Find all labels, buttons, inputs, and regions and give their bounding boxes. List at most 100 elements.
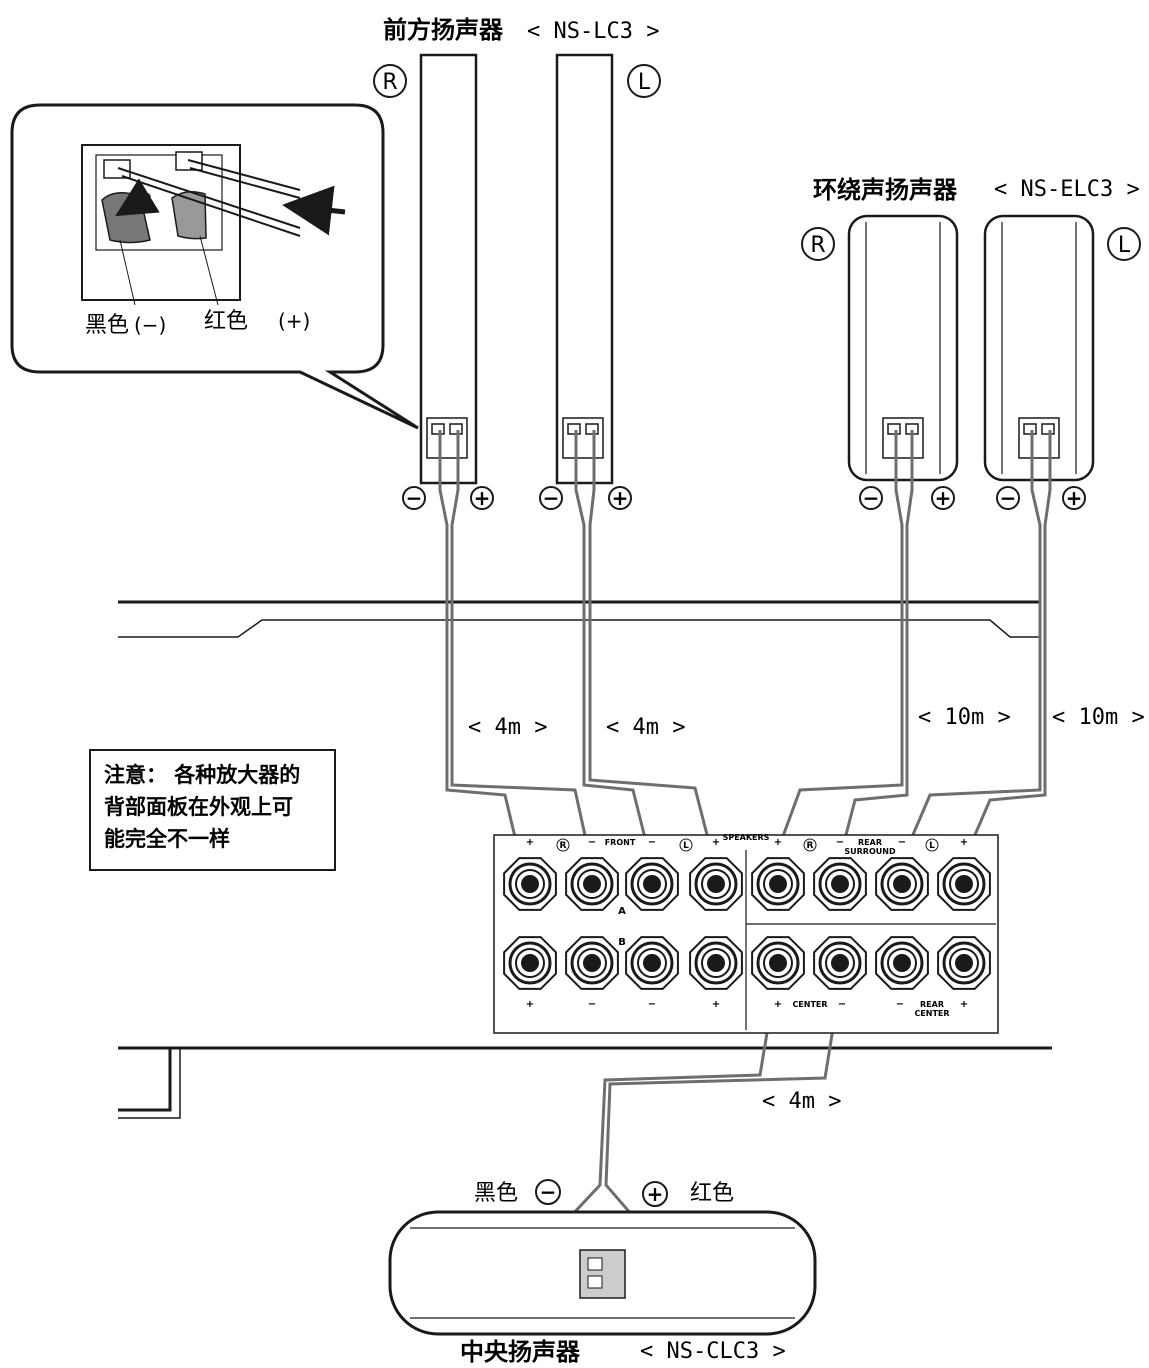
binding-post xyxy=(813,857,867,911)
panel-surround-l: L xyxy=(929,841,935,851)
inset-black-label: 黑色 xyxy=(85,313,129,338)
cable-length-front-right: < 4m > xyxy=(468,715,547,740)
panel-plus-4: + xyxy=(960,837,968,848)
svg-text:−: − xyxy=(540,1180,557,1204)
binding-post xyxy=(503,936,557,990)
surround-left-plus-icon: + xyxy=(1062,486,1086,510)
surround-right-plus-icon: + xyxy=(931,486,955,510)
surround-right-minus-icon: − xyxy=(859,486,883,510)
panel-minus-1: − xyxy=(588,837,596,848)
svg-text:+: + xyxy=(474,486,491,510)
binding-post xyxy=(565,857,619,911)
panel-plus-2: + xyxy=(712,837,720,848)
speaker-cables xyxy=(438,430,1052,1280)
terminal-closeup-callout: 黑色 (−) 红色 (+) xyxy=(10,103,419,430)
center-red-label: 红色 xyxy=(690,1181,734,1206)
svg-text:L: L xyxy=(638,70,651,95)
surround-left-minus-icon: − xyxy=(996,486,1020,510)
svg-text:+: + xyxy=(935,486,952,510)
surround-speaker-title: 环绕声扬声器 xyxy=(813,176,958,204)
center-terminal xyxy=(579,1249,626,1299)
panel-plus-3: + xyxy=(774,837,782,848)
panel-minus-7: − xyxy=(838,999,846,1010)
center-plus-icon: + xyxy=(642,1181,668,1207)
front-right-mark: R xyxy=(373,64,407,98)
binding-post xyxy=(689,936,743,990)
svg-text:R: R xyxy=(382,70,397,95)
surround-right-mark: R xyxy=(801,227,835,261)
front-right-speaker xyxy=(419,53,478,485)
panel-minus-8: − xyxy=(896,999,904,1010)
binding-posts xyxy=(503,857,991,990)
panel-plus-1: + xyxy=(526,837,534,848)
panel-label-rear-surround-1: REAR xyxy=(858,838,882,847)
binding-post xyxy=(937,857,991,911)
inset-red-label: 红色 xyxy=(204,309,248,334)
surround-left-terminal xyxy=(1018,417,1060,459)
surround-left-speaker xyxy=(983,214,1095,482)
front-right-plus-icon: + xyxy=(470,486,494,510)
binding-post xyxy=(565,936,619,990)
note-line-2: 背部面板在外观上可 xyxy=(104,795,293,819)
cable-front-right xyxy=(438,430,522,859)
panel-label-row-b: B xyxy=(618,937,626,948)
binding-post xyxy=(813,936,867,990)
binding-post xyxy=(875,857,929,911)
binding-post xyxy=(625,857,679,911)
panel-label-rear-center-2: CENTER xyxy=(914,1009,949,1018)
center-black-label: 黑色 xyxy=(474,1181,518,1206)
panel-plus-5: + xyxy=(526,999,534,1010)
cable-length-center: < 4m > xyxy=(762,1089,841,1114)
svg-text:+: + xyxy=(647,1182,664,1206)
panel-minus-5: − xyxy=(588,999,596,1010)
binding-post xyxy=(751,936,805,990)
panel-label-front: FRONT xyxy=(605,838,636,847)
panel-plus-6: + xyxy=(712,999,720,1010)
cable-length-surround-left: < 10m > xyxy=(1052,705,1145,730)
panel-label-center: CENTER xyxy=(792,1000,827,1009)
svg-text:−: − xyxy=(863,486,880,510)
svg-text:−: − xyxy=(543,486,560,510)
front-right-terminal xyxy=(426,417,468,459)
panel-front-r: R xyxy=(560,841,567,851)
front-left-terminal xyxy=(562,417,604,459)
cable-surround-right xyxy=(773,430,904,859)
svg-text:−: − xyxy=(1000,486,1017,510)
binding-post xyxy=(503,857,557,911)
center-speaker-title: 中央扬声器 xyxy=(460,1338,581,1366)
svg-text:+: + xyxy=(1066,486,1083,510)
panel-label-rear-center-1: REAR xyxy=(920,1000,944,1009)
surround-speaker-model: < NS-ELC3 > xyxy=(994,177,1140,202)
front-left-plus-icon: + xyxy=(608,486,632,510)
front-speaker-title: 前方扬声器 xyxy=(383,16,504,44)
panel-plus-7: + xyxy=(774,999,782,1010)
center-speaker xyxy=(388,1210,817,1336)
front-left-minus-icon: − xyxy=(539,486,563,510)
panel-surround-r: R xyxy=(807,841,814,851)
svg-text:−: − xyxy=(406,486,423,510)
surround-right-speaker xyxy=(847,214,959,482)
panel-minus-3: − xyxy=(836,837,844,848)
surround-left-mark: L xyxy=(1107,227,1141,261)
svg-text:L: L xyxy=(1118,233,1131,258)
panel-minus-6: − xyxy=(648,999,656,1010)
red-lever xyxy=(171,191,207,240)
note-line-3: 能完全不一样 xyxy=(104,827,230,851)
front-left-speaker xyxy=(555,53,614,485)
amplifier-speaker-panel: SPEAKERS FRONT REAR SURROUND A B CENTER … xyxy=(493,833,999,1034)
center-speaker-model: < NS-CLC3 > xyxy=(640,1339,786,1364)
note-line-1: 注意： 各种放大器的 xyxy=(104,763,300,787)
binding-post xyxy=(689,857,743,911)
polarity-marks: − + − + − + − + xyxy=(402,486,1086,510)
front-right-minus-icon: − xyxy=(402,486,426,510)
center-minus-icon: − xyxy=(535,1179,561,1205)
panel-minus-4: − xyxy=(898,837,906,848)
cable-surround-left xyxy=(901,430,1042,859)
panel-label-speakers: SPEAKERS xyxy=(723,833,770,842)
cable-length-surround-right: < 10m > xyxy=(918,705,1011,730)
inset-black-sign: (−) xyxy=(134,313,166,337)
svg-text:+: + xyxy=(612,486,629,510)
inset-red-sign: (+) xyxy=(278,309,310,333)
binding-post xyxy=(751,857,805,911)
